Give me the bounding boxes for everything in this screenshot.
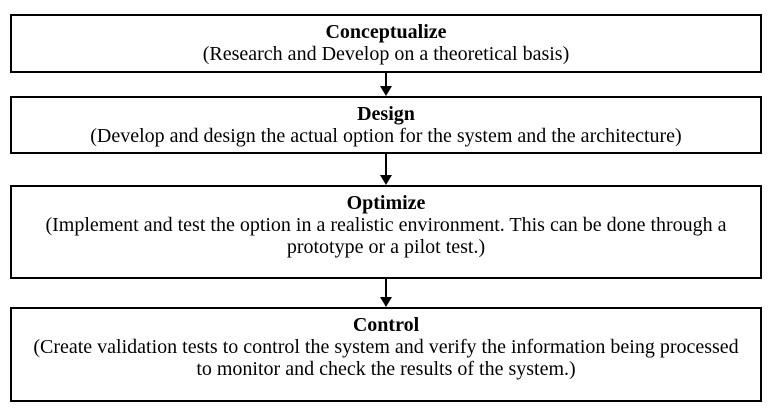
down-arrow-icon — [10, 154, 762, 185]
flow-step-conceptualize: Conceptualize (Research and Develop on a… — [10, 14, 762, 73]
flow-step-control: Control (Create validation tests to cont… — [10, 307, 762, 402]
step-description: (Research and Develop on a theoretical b… — [202, 43, 570, 65]
arrow-line — [385, 154, 387, 175]
flow-step-optimize: Optimize (Implement and test the option … — [10, 185, 762, 279]
arrow-line — [385, 73, 387, 86]
step-title: Control — [352, 314, 420, 336]
arrow-head — [380, 86, 392, 96]
step-description: (Implement and test the option in a real… — [45, 214, 727, 258]
arrow-line — [385, 279, 387, 297]
down-arrow-icon — [10, 279, 762, 307]
flow-step-design: Design (Develop and design the actual op… — [10, 96, 762, 154]
step-title: Optimize — [346, 192, 426, 214]
arrow-head — [380, 297, 392, 307]
step-title: Design — [357, 103, 415, 125]
step-description: (Create validation tests to control the … — [33, 336, 739, 380]
down-arrow-icon — [10, 73, 762, 96]
step-description: (Develop and design the actual option fo… — [90, 125, 682, 147]
step-title: Conceptualize — [325, 21, 447, 43]
arrow-head — [380, 175, 392, 185]
